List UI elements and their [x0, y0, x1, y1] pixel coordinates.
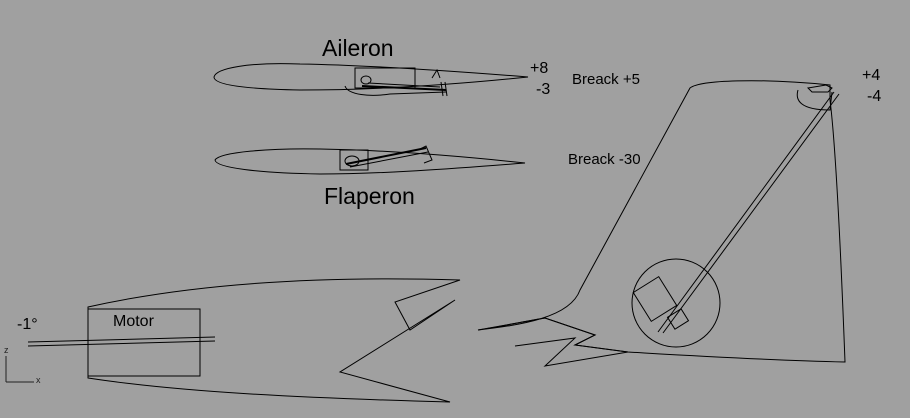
aileron-fairing	[345, 86, 446, 95]
fuselage-pod	[28, 279, 460, 402]
fuselage-outline	[88, 279, 460, 402]
motor-box	[88, 309, 200, 376]
aileron-airfoil-section	[214, 64, 528, 96]
flaperon-pushrod-2	[350, 152, 428, 167]
aileron-horn	[432, 70, 440, 78]
aileron-airfoil-outline	[214, 64, 528, 90]
aileron-break-label: Breack +5	[572, 71, 640, 88]
rudder-servo-box	[633, 277, 676, 322]
aileron-horn-stem	[441, 82, 443, 96]
axis-indicator	[6, 356, 34, 382]
rudder-down-deflection: -4	[867, 88, 882, 105]
flaperon-airfoil-section	[215, 146, 525, 174]
flaperon-pushrod	[346, 148, 426, 164]
axis-z-label: z	[4, 345, 9, 355]
flaperon-horn	[418, 146, 432, 163]
thrust-line-2	[28, 341, 215, 346]
thrust-line-1	[28, 337, 215, 342]
rudder-pushrod-2	[663, 94, 839, 333]
aileron-servo-wheel	[361, 76, 371, 84]
break-zigzag	[478, 318, 628, 366]
rudder-servo-arm	[668, 309, 689, 329]
flaperon-break-label: Breack -30	[568, 151, 641, 168]
axis-x-label: x	[36, 375, 41, 385]
rudder-up-deflection: +4	[862, 67, 881, 84]
fin-tip-fairing	[797, 90, 832, 110]
flaperon-airfoil-outline	[215, 149, 525, 174]
rudder-servo-circle	[632, 259, 720, 347]
aileron-horn-stem-2	[445, 82, 447, 96]
aileron-up-deflection: +8	[530, 60, 549, 77]
rudder-horn	[808, 85, 832, 92]
aileron-pushrod-2	[368, 83, 440, 87]
motor-label: Motor	[113, 313, 154, 330]
rudder-pushrod	[658, 92, 834, 332]
aileron-down-deflection: -3	[536, 81, 551, 98]
motor-angle-label: -1°	[17, 316, 38, 333]
aileron-pushrod	[362, 86, 446, 90]
aileron-title: Aileron	[322, 35, 394, 61]
flaperon-title: Flaperon	[324, 183, 415, 209]
